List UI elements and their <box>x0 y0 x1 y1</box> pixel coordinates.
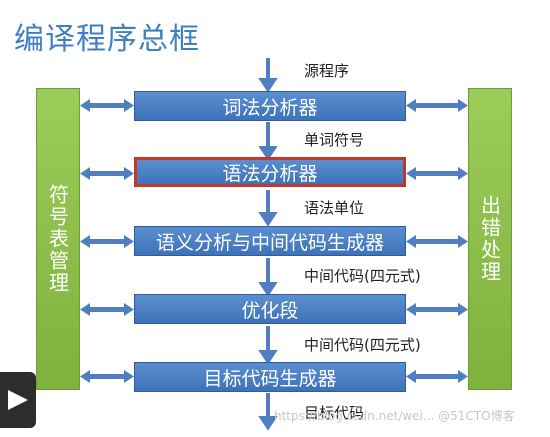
play-icon <box>8 390 28 410</box>
right-double-arrow <box>406 235 468 248</box>
syntax-analyzer-box: 语法分析器 <box>134 157 406 187</box>
flow-label-ir-1: 中间代码(四元式) <box>304 267 421 285</box>
right-double-arrow <box>406 99 468 112</box>
flow-label-source: 源程序 <box>304 62 350 80</box>
play-button[interactable] <box>0 372 36 428</box>
symbol-table-panel: 符号表管理 <box>36 88 80 390</box>
down-arrow-head <box>258 416 278 431</box>
flow-label-target: 目标代码 <box>304 404 365 422</box>
down-arrows <box>258 58 278 431</box>
code-generator-box: 目标代码生成器 <box>134 362 406 392</box>
page-title: 编译程序总框 <box>14 22 200 57</box>
down-arrow-head <box>258 350 278 365</box>
semantic-ir-generator-box: 语义分析与中间代码生成器 <box>134 226 406 256</box>
down-arrow-head <box>258 146 278 161</box>
symbol-table-label: 符号表管理 <box>45 184 70 294</box>
down-arrow-head <box>258 212 278 227</box>
down-arrow-head <box>258 78 278 93</box>
left-double-arrow <box>80 99 134 112</box>
flow-label-tokens: 单词符号 <box>304 131 365 149</box>
error-handling-label: 出错处理 <box>477 195 502 283</box>
watermark: https://blog.csdn.net/wei... @51CTO博客 <box>274 409 515 423</box>
optimizer-box: 优化段 <box>134 294 406 324</box>
right-double-arrow <box>406 370 468 383</box>
down-arrow-head <box>258 282 278 297</box>
left-double-arrow <box>80 303 134 316</box>
right-double-arrow <box>406 167 468 180</box>
right-double-arrow <box>406 303 468 316</box>
side-arrows <box>80 99 468 383</box>
left-double-arrow <box>80 235 134 248</box>
flow-label-syntax-units: 语法单位 <box>304 199 365 217</box>
left-double-arrow <box>80 167 134 180</box>
error-handling-panel: 出错处理 <box>468 88 512 390</box>
left-double-arrow <box>80 370 134 383</box>
flow-label-ir-2: 中间代码(四元式) <box>304 336 421 354</box>
lexical-analyzer-box: 词法分析器 <box>134 91 406 121</box>
